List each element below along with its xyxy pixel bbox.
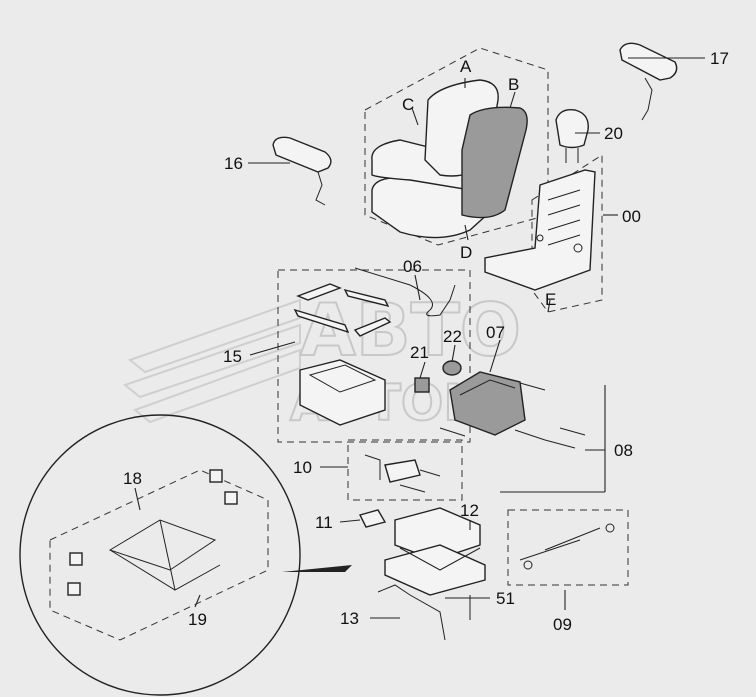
handle (377, 584, 446, 641)
cable (354, 267, 456, 317)
scissor-base (384, 507, 486, 596)
part-21 (414, 377, 430, 393)
callout-10: 10 (293, 458, 312, 477)
leader-lines (134, 57, 705, 619)
callout-06: 06 (403, 257, 422, 276)
detail-circle (19, 414, 301, 696)
seat-back-cover (461, 106, 528, 219)
base-group-outline (277, 269, 471, 443)
variant-letter-d: D (460, 243, 472, 262)
watermark-logo-stripes (122, 298, 301, 424)
bracket-parts (364, 454, 441, 493)
seat-frame (484, 169, 596, 291)
cushion-group-outline (364, 47, 549, 246)
springs (439, 382, 586, 449)
clip-11 (358, 509, 387, 528)
armrest-right (619, 42, 678, 121)
callout-09: 09 (553, 615, 572, 634)
shock-group-outline (507, 509, 629, 586)
headrest (555, 109, 589, 163)
callout-17: 17 (710, 49, 729, 68)
slide-tray (299, 359, 386, 426)
callout-15: 15 (223, 347, 242, 366)
callout-00: 00 (622, 207, 641, 226)
callout-20: 20 (604, 124, 623, 143)
armrest-left-pad (272, 136, 332, 173)
callout-13: 13 (340, 609, 359, 628)
callout-18: 18 (123, 469, 142, 488)
suspension-block (449, 371, 526, 436)
variant-letter-c: C (402, 95, 414, 114)
callout-07: 07 (486, 323, 505, 342)
callout-12: 12 (460, 501, 479, 520)
frame-body (484, 169, 596, 291)
callout-21: 21 (410, 343, 429, 362)
slide-rails (293, 283, 392, 426)
variant-letter-e: E (545, 290, 556, 309)
detail-scissor (67, 469, 238, 596)
seat-cushion (371, 79, 528, 239)
armrest-right-pad (619, 42, 678, 81)
armrest-left (272, 136, 332, 206)
detail-pointer (282, 565, 352, 572)
bracket-group-outline (347, 439, 463, 501)
callout-08: 08 (614, 441, 633, 460)
callout-22: 22 (443, 327, 462, 346)
shock-absorber (519, 523, 615, 570)
variant-letter-a: A (460, 57, 472, 76)
callout-11: 11 (315, 513, 333, 532)
callout-16: 16 (224, 154, 243, 173)
callout-51: 51 (496, 589, 515, 608)
watermark-line1: АВТО (300, 288, 521, 372)
callout-19: 19 (188, 610, 207, 629)
headrest-pad (555, 109, 589, 149)
variant-letter-b: B (508, 75, 519, 94)
part-22 (442, 360, 462, 376)
